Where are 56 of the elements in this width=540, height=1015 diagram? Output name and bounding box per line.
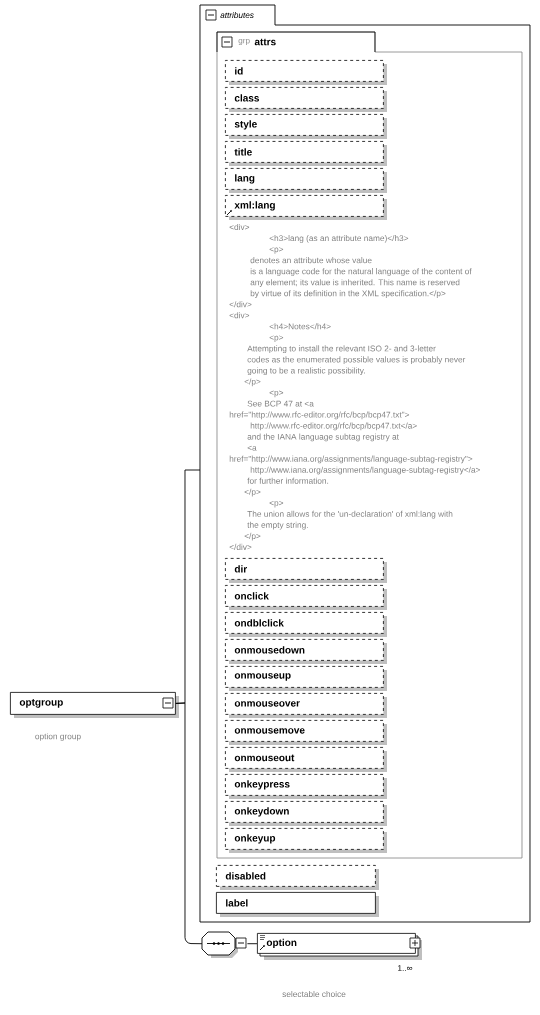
attribute-box: onmouseout	[225, 747, 387, 772]
documentation-line: by virtue of its definition in the XML specification.</p>	[250, 290, 446, 298]
documentation-line: is a language code for the natural language of the content of	[250, 268, 472, 276]
attribute-box: lang	[225, 168, 387, 193]
documentation-line: </p>	[244, 378, 261, 387]
attribute-box: onmouseup	[225, 666, 387, 691]
documentation-line: for further information.	[247, 477, 329, 484]
attribute-box: onmouseover	[225, 693, 387, 718]
documentation-line: <div>	[229, 224, 250, 231]
documentation-line: <div>	[229, 312, 250, 319]
documentation-line: <h4>Notes</h4>	[269, 323, 331, 330]
documentation-line: the empty string.	[247, 521, 308, 530]
element-box: option	[257, 933, 422, 960]
documentation-line: denotes an attribute whose value	[250, 257, 372, 264]
connector-line	[246, 943, 258, 945]
attribute-box: onmousemove	[225, 720, 387, 745]
attribute-box: class	[225, 87, 387, 112]
documentation-line: http://www.rfc-editor.org/rfc/bcp/bcp47.txt</a>	[250, 422, 417, 431]
documentation-line: http://www.iana.org/assignments/language-subtag-registry</a>	[250, 466, 480, 475]
documentation-line: codes as the enumerated possible values is probably never	[247, 356, 466, 365]
documentation-line: <p>	[269, 500, 284, 508]
attribute-box: onkeydown	[225, 801, 387, 826]
documentation-line: </p>	[244, 532, 261, 541]
documentation-line: </div>	[229, 543, 252, 550]
description-text: selectable choice	[282, 990, 346, 998]
documentation-line: going to be a realistic possibility.	[247, 367, 365, 376]
documentation-line: and the IANA language subtag registry at	[247, 433, 399, 442]
documentation-line: <a	[247, 445, 257, 451]
attribute-box: style	[225, 114, 387, 139]
documentation-line: href="http://www.rfc-editor.org/rfc/bcp/bcp47.txt">	[229, 411, 410, 420]
documentation-line: href="http://www.iana.org/assignments/language-subtag-registry">	[229, 455, 473, 464]
documentation-line: <h3>lang (as an attribute name)</h3>	[269, 235, 409, 243]
attribute-box: id	[225, 60, 387, 85]
attribute-box: ondblclick	[225, 612, 387, 637]
documentation-line: </div>	[229, 301, 252, 308]
documentation-line: <p>	[269, 335, 284, 343]
description-text: option group	[35, 733, 81, 741]
element-box: optgroup	[10, 692, 179, 718]
attribute-box: title	[225, 141, 387, 166]
attribute-box: label	[216, 892, 379, 917]
documentation-line: Attempting to install the relevant ISO 2- and 3-letter	[247, 345, 436, 354]
documentation-line: See BCP 47 at <a	[247, 400, 314, 407]
attribute-box: onkeypress	[225, 774, 387, 799]
documentation-line: <p>	[269, 390, 284, 398]
attribute-box: onkeyup	[225, 828, 387, 853]
attribute-box: onclick	[225, 585, 387, 610]
attribute-box: onmousedown	[225, 639, 387, 664]
attribute-box: dir	[225, 558, 387, 583]
documentation-line: any element; its value is inherited. This name is reserved	[250, 279, 460, 287]
documentation-line: <p>	[269, 247, 284, 254]
documentation-line: The union allows for the 'un-declaration' of xml:lang with	[247, 510, 453, 519]
attribute-box: xml:lang	[225, 195, 387, 220]
documentation-line: </p>	[244, 488, 261, 497]
attribute-box: disabled	[216, 865, 379, 890]
connector-line	[175, 702, 203, 945]
occurrence-label: 1..∞	[398, 965, 413, 971]
